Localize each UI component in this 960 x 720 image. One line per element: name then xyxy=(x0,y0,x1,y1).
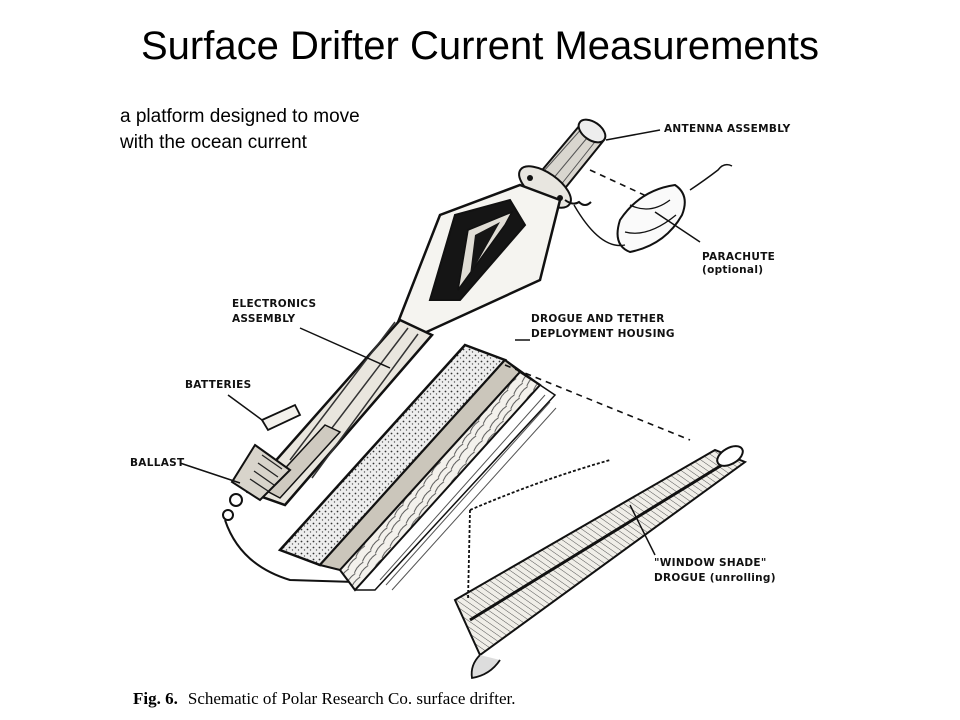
subtitle-line-2: with the ocean current xyxy=(120,132,307,153)
leader-lines xyxy=(179,129,701,556)
antenna-assembly xyxy=(518,118,607,209)
deployment-housing xyxy=(277,343,557,592)
float-hull xyxy=(393,183,562,337)
label-electronics-assembly: ASSEMBLY xyxy=(232,313,296,325)
label-drogue-unrolling: DROGUE (unrolling) xyxy=(654,572,776,584)
label-deployment-housing: DEPLOYMENT HOUSING xyxy=(531,328,675,340)
figure-caption: Fig. 6. Schematic of Polar Research Co. s… xyxy=(133,688,933,710)
parachute xyxy=(573,163,733,254)
subtitle-line-1: a platform designed to move xyxy=(120,106,360,127)
label-drogue-tether: DROGUE AND TETHER xyxy=(531,313,665,325)
label-ballast: BALLAST xyxy=(130,457,185,469)
label-electronics: ELECTRONICS xyxy=(232,298,316,310)
label-parachute-optional: (optional) xyxy=(702,264,763,276)
label-window-shade: "WINDOW SHADE" xyxy=(654,557,767,569)
figure-caption-text: Schematic of Polar Research Co. surface … xyxy=(187,689,516,708)
label-antenna-assembly: ANTENNA ASSEMBLY xyxy=(664,123,791,135)
window-shade-drogue xyxy=(453,445,748,680)
figure-number: Fig. 6. xyxy=(133,689,178,708)
slide-title: Surface Drifter Current Measurements xyxy=(140,24,819,68)
label-batteries: BATTERIES xyxy=(185,379,251,391)
subtitle: a platform designed to move with the oce… xyxy=(120,104,440,156)
label-parachute: PARACHUTE xyxy=(702,251,775,263)
